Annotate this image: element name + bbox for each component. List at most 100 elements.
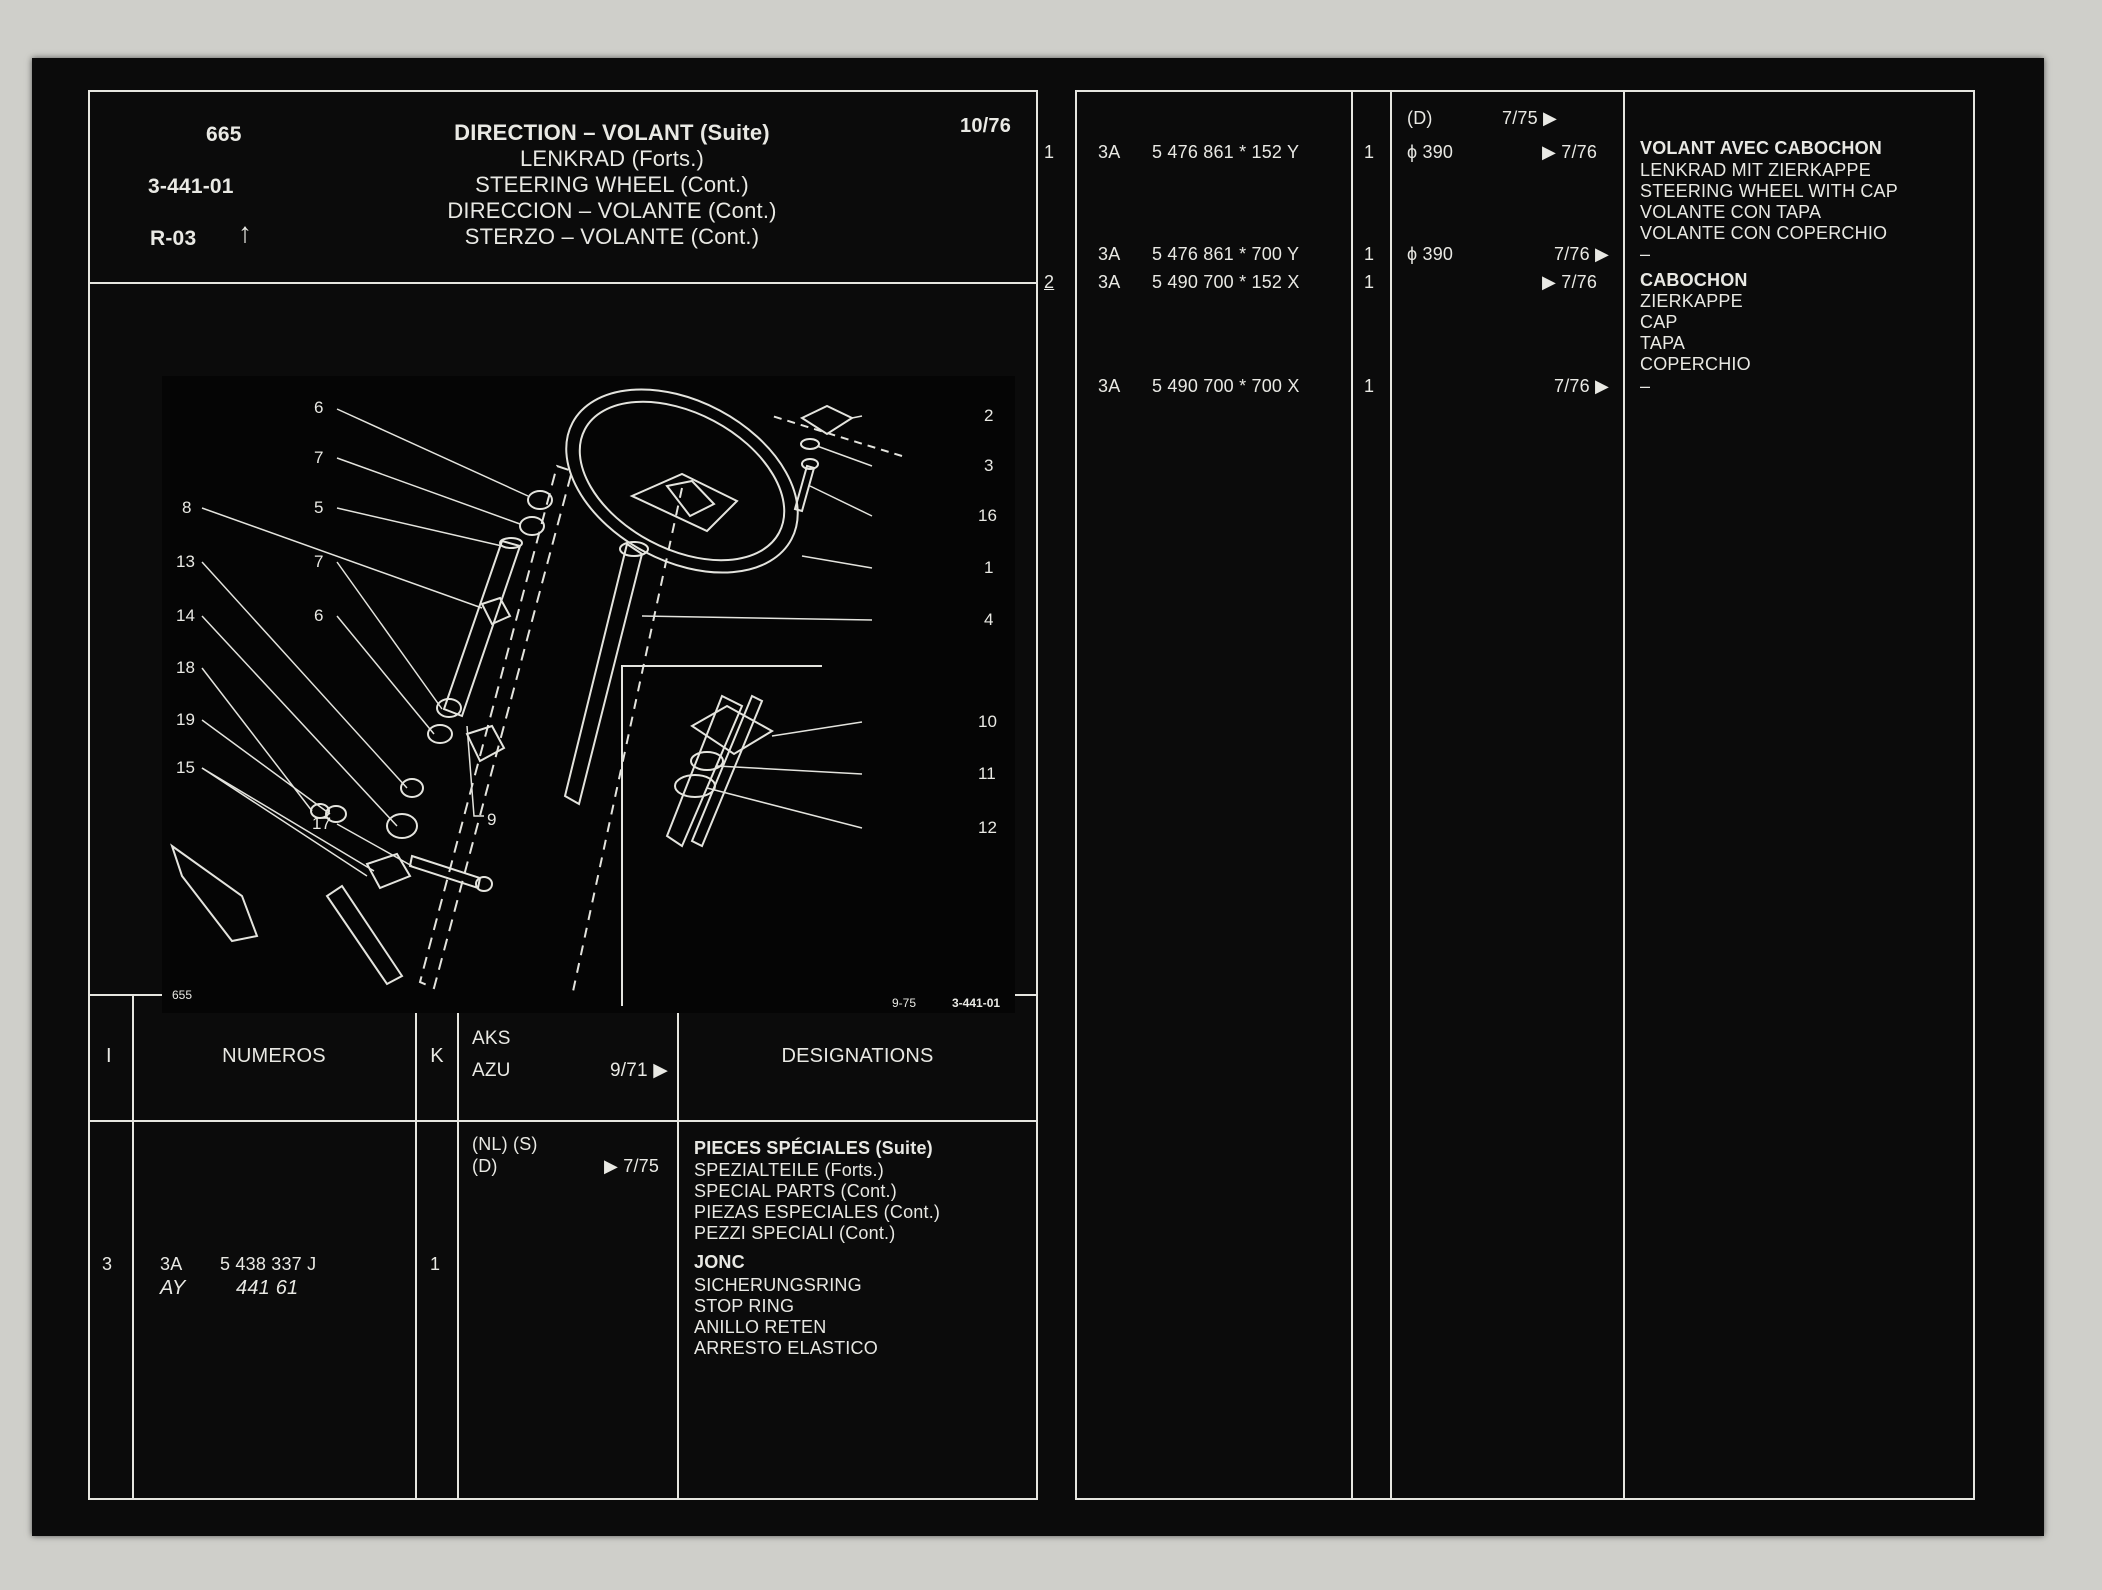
part-prefix: 3A: [160, 1254, 183, 1274]
callout-19: 19: [176, 710, 195, 729]
rule: [1390, 90, 1392, 1500]
top-applic: (D): [1407, 108, 1433, 128]
top-applic-date: 7/75 ▶: [1502, 108, 1558, 128]
validity-date: ▶ 7/76: [1542, 142, 1598, 162]
applic-date: ▶ 7/75: [604, 1156, 660, 1176]
part-name-line: COPERCHIO: [1640, 354, 1751, 374]
callout-7: 7: [314, 552, 324, 571]
header-date: 10/76: [960, 115, 1012, 137]
diameter: ϕ 390: [1407, 244, 1454, 264]
rule: [1623, 90, 1625, 1500]
part-name: CABOCHON: [1640, 270, 1748, 290]
quantity: 1: [1364, 376, 1375, 396]
col-header-i: I: [106, 1045, 112, 1067]
validity-date: 7/76 ▶: [1554, 244, 1610, 264]
part-name-line: STOP RING: [694, 1296, 795, 1316]
part-name-line: VOLANTE CON TAPA: [1640, 202, 1822, 222]
row-index: 2: [1044, 272, 1055, 292]
rule: [132, 994, 134, 1500]
col-header-azu-date: 9/71 ▶: [610, 1060, 669, 1081]
part-number: 5 476 861 * 152 Y: [1152, 142, 1300, 162]
title-line: STERZO – VOLANTE (Cont.): [464, 224, 760, 249]
part-name-line: CAP: [1640, 312, 1678, 332]
part-prefix: 3A: [1098, 272, 1121, 292]
callout-13: 13: [176, 552, 195, 571]
part-prefix: 3A: [1098, 376, 1121, 396]
applic-line-1: (NL) (S): [472, 1134, 538, 1154]
rule: [677, 994, 679, 1500]
callout-1: 1: [984, 558, 994, 577]
col-header-numeros: NUMEROS: [222, 1045, 326, 1067]
part-name-line: VOLANTE CON COPERCHIO: [1640, 223, 1888, 243]
section-line: SPECIAL PARTS (Cont.): [694, 1181, 897, 1201]
up-arrow-icon: ↑: [238, 217, 253, 248]
diameter: ϕ 390: [1407, 142, 1454, 162]
part-name-line: ZIERKAPPE: [1640, 291, 1743, 311]
rule: [88, 282, 1038, 284]
col-header-designations: DESIGNATIONS: [781, 1045, 934, 1067]
alt-prefix: AY: [160, 1277, 186, 1299]
rule: [88, 90, 1038, 92]
callout-12: 12: [978, 818, 997, 837]
page-title: DIRECTION – VOLANT (Suite) LENKRAD (Fort…: [352, 120, 872, 250]
quantity: 1: [1364, 142, 1375, 162]
part-name-line: SICHERUNGSRING: [694, 1275, 862, 1295]
rule: [415, 994, 417, 1500]
rule: [88, 1120, 1038, 1122]
callout-17: 17: [312, 814, 331, 833]
exploded-diagram: 6 7 8 5 13 7 14 6 18 19 9 15 17 2 3 16 1…: [162, 376, 1015, 1013]
quantity: 1: [1364, 244, 1375, 264]
callout-2: 2: [984, 406, 994, 425]
title-line: DIRECCION – VOLANTE (Cont.): [447, 198, 777, 223]
revision: R-03: [150, 227, 197, 250]
page-ref: 3-441-01: [148, 175, 234, 198]
callout-10: 10: [978, 712, 997, 731]
callout-7: 7: [314, 448, 324, 467]
callout-14: 14: [176, 606, 195, 625]
rule: [1036, 90, 1038, 1500]
dash: –: [1640, 244, 1651, 264]
rule: [1973, 90, 1975, 1500]
part-name-line: TAPA: [1640, 333, 1686, 353]
callout-16: 16: [978, 506, 997, 525]
part-name: JONC: [694, 1252, 745, 1272]
section-line: SPEZIALTEILE (Forts.): [694, 1160, 884, 1180]
section-title: PIECES SPÉCIALES (Suite): [694, 1138, 933, 1158]
dash: –: [1640, 376, 1651, 396]
rule: [457, 994, 459, 1500]
microfiche-sheet: 6 6 5 3-441-01 R-03 ↑ 10/76 DIRECTION – VO…: [32, 58, 2044, 1536]
callout-6: 6: [314, 398, 324, 417]
diagram-ref: 3-441-01: [952, 996, 1001, 1010]
title-line: LENKRAD (Forts.): [519, 146, 705, 171]
rule: [88, 1498, 1038, 1500]
callout-11: 11: [978, 764, 996, 783]
diagram-date: 9-75: [892, 996, 917, 1010]
col-header-k: K: [430, 1045, 444, 1067]
alt-number: 441 61: [236, 1277, 299, 1299]
callout-18: 18: [176, 658, 195, 677]
applic-line-2: (D): [472, 1156, 498, 1176]
title-line: DIRECTION – VOLANT (Suite): [454, 120, 770, 145]
callout-5: 5: [314, 498, 324, 517]
section-line: PIEZAS ESPECIALES (Cont.): [694, 1202, 941, 1222]
rule: [1351, 90, 1353, 1500]
rule: [1075, 1498, 1975, 1500]
steering-wheel-diagram: [162, 376, 1015, 1013]
col-header-aks: AKS: [472, 1028, 511, 1049]
row-index: 3: [102, 1254, 113, 1274]
part-number: 5 476 861 * 700 Y: [1152, 244, 1300, 264]
callout-6: 6: [314, 606, 324, 625]
callout-9: 9: [487, 810, 497, 829]
part-name: VOLANT AVEC CABOCHON: [1640, 138, 1882, 158]
title-line: STEERING WHEEL (Cont.): [475, 172, 749, 197]
col-header-azu: AZU: [472, 1060, 511, 1081]
row-index: 1: [1044, 142, 1055, 162]
rule: [88, 90, 90, 1500]
section-line: PEZZI SPECIALI (Cont.): [694, 1223, 896, 1243]
part-number: 5 490 700 * 152 X: [1152, 272, 1300, 292]
callout-3: 3: [984, 456, 994, 475]
callout-15: 15: [176, 758, 195, 777]
part-number: 5 490 700 * 700 X: [1152, 376, 1300, 396]
part-name-line: ARRESTO ELASTICO: [694, 1338, 878, 1358]
part-name-line: STEERING WHEEL WITH CAP: [1640, 181, 1898, 201]
